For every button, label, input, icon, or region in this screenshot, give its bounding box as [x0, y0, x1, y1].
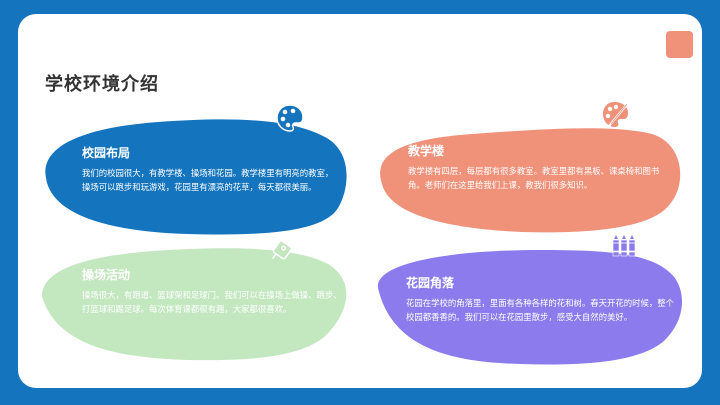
paint-bucket-icon	[266, 232, 300, 270]
section-title: 教学楼	[408, 144, 445, 158]
blob-shape	[377, 250, 683, 365]
section-campus-layout: 校园布局 我们的校园很大，有教学楼、操场和花园。教学楼里有明亮的教室，操场可以跑…	[38, 104, 358, 238]
blob-shape	[42, 248, 347, 361]
section-title: 花园角落	[406, 276, 455, 290]
blob-shape	[45, 119, 347, 235]
section-title: 操场活动	[82, 268, 131, 282]
page-title: 学校环境介绍	[45, 74, 159, 95]
section-garden-corner: 花园角落 花园在学校的角落里，里面有各种各样的花和树。春天开花的时候，整个校园都…	[370, 235, 700, 368]
palette-icon	[274, 102, 306, 138]
paint-tubes-icon	[611, 232, 637, 262]
section-text: 教学楼有四层，每层都有很多教室。教室里都有黑板、课桌椅和图书角。老师们在这里给我…	[408, 166, 660, 190]
corner-decoration	[666, 31, 693, 58]
palette-brush-icon	[600, 98, 634, 136]
blob-shape	[380, 128, 681, 233]
section-teaching-building: 教学楼 教学楼有四层，每层都有很多教室。教室里都有黑板、课桌椅和图书角。老师们在…	[372, 100, 692, 234]
section-text: 我们的校园很大，有教学楼、操场和花园。教学楼里有明亮的教室，操场可以跑步和玩游戏…	[82, 168, 334, 192]
section-title: 校园布局	[82, 146, 131, 160]
section-text: 操场很大，有跑道、篮球架和足球门。我们可以在操场上做操、跑步、打篮球和踢足球。每…	[82, 290, 342, 314]
section-playground-activities: 操场活动 操场很大，有跑道、篮球架和足球门。我们可以在操场上做操、跑步、打篮球和…	[38, 236, 363, 366]
section-text: 花园在学校的角落里，里面有各种各样的花和树。春天开花的时候，整个校园都香香的。我…	[406, 298, 674, 322]
